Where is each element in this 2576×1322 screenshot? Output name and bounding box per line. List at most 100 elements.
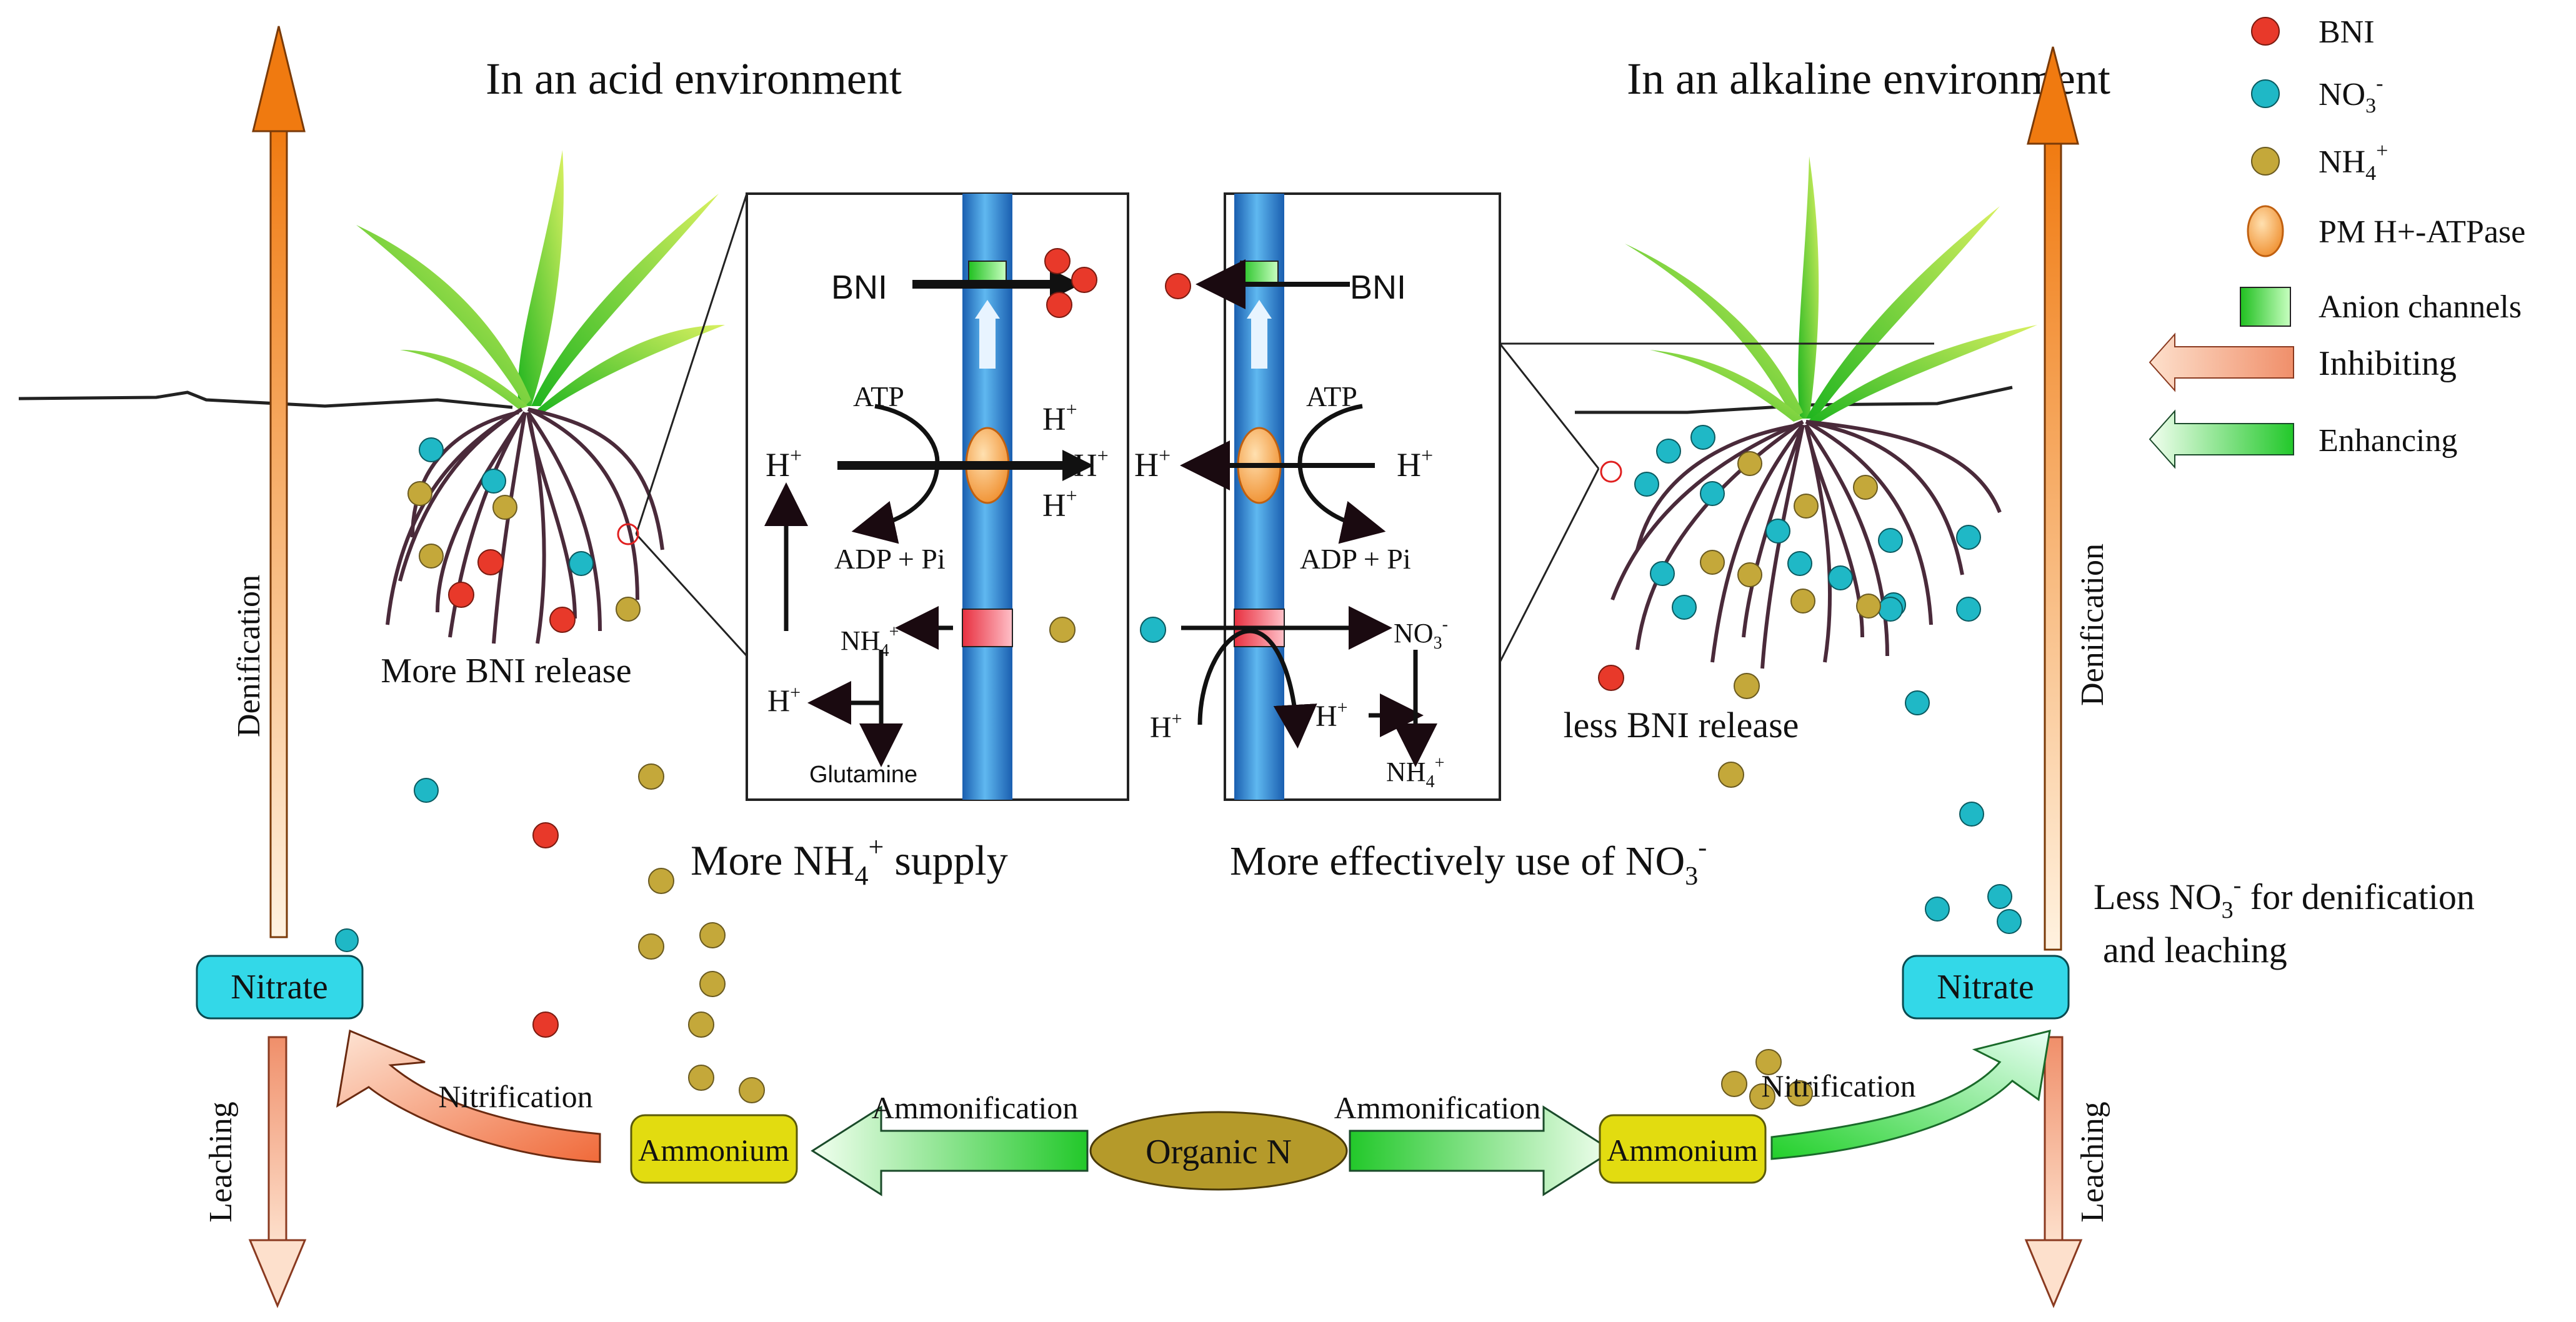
ammonium-node-right: Ammonium — [1599, 1114, 1767, 1184]
nitrification-arrow-right — [1770, 1029, 2051, 1160]
nitrate-label-left: Nitrate — [231, 968, 327, 1006]
nh4-dot — [1721, 1071, 1747, 1097]
alk-h-label-lower-right: H+ — [1315, 697, 1348, 733]
no3-dot — [1140, 617, 1166, 643]
acid-h-label-lower: H+ — [767, 682, 801, 718]
nh4-dot — [638, 933, 664, 960]
leaching-label-left: Leaching — [203, 1101, 239, 1222]
no3-dot — [1634, 472, 1659, 497]
organic-node: Organic N — [1089, 1111, 1348, 1191]
less-bni-release-label: less BNI release — [1564, 705, 1799, 745]
bni-dot — [1598, 665, 1624, 691]
bni-dot — [549, 607, 576, 633]
denification-arrow-left — [252, 26, 306, 938]
alk-bni-label: BNI — [1350, 269, 1406, 306]
alk-nh4-label: NH4+ — [1386, 753, 1444, 792]
ammonium-label-left: Ammonium — [638, 1133, 789, 1168]
nh4-dot — [1737, 562, 1762, 587]
legend-inhibiting-label: Inhibiting — [2319, 344, 2457, 383]
nh4-dot — [1755, 1049, 1782, 1075]
nh4-dot — [492, 495, 517, 520]
no3-dot — [1878, 528, 1903, 553]
khaki-dot-icon — [2251, 147, 2280, 176]
legend: BNI NO3- NH4+ PM H+-ATPase Anion channel… — [2149, 14, 2525, 469]
nh4-dot — [1787, 1080, 1813, 1106]
no3-dot — [414, 778, 439, 803]
nh4-dot — [1718, 762, 1744, 788]
acid-h-label-top: H+ — [1042, 398, 1077, 437]
cyan-dot-icon — [2251, 79, 2280, 108]
no3-dot — [1700, 481, 1725, 506]
no3-dot — [1690, 425, 1715, 450]
legend-atpase-label: PM H+-ATPase — [2319, 214, 2525, 250]
anion-channel-alk — [1240, 261, 1279, 284]
no3-dot — [569, 551, 594, 576]
more-nh4-supply-label: More NH4+ supply — [691, 832, 1008, 891]
nh4-dot — [1700, 550, 1725, 575]
legend-bni-label: BNI — [2319, 14, 2375, 50]
acid-nh4-label: NH4+ — [841, 622, 899, 660]
no3-dot — [1956, 597, 1981, 622]
nh4-dot — [1049, 617, 1076, 643]
dots-right — [1140, 273, 2022, 1110]
no3-dot — [481, 469, 506, 494]
no3-dot — [1765, 519, 1790, 544]
less-no3-label: Less NO3- for denification — [2094, 872, 2475, 923]
ammonification-label-right: Ammonification — [1334, 1090, 1541, 1125]
leaching-arrow-right — [2024, 1036, 2083, 1308]
bni-dot — [1046, 292, 1072, 318]
no3-dot — [1828, 565, 1853, 590]
nitrification-label-right: Nitrification — [1761, 1068, 1915, 1103]
bni-dot — [532, 822, 559, 848]
alk-adp-label: ADP + Pi — [1300, 543, 1411, 575]
ammonium-label-right: Ammonium — [1607, 1133, 1758, 1168]
orange-oval-icon — [2247, 205, 2284, 257]
alk-atp-label: ATP — [1306, 380, 1357, 412]
alk-no3-label: NO3- — [1394, 615, 1448, 653]
ammonification-arrow-right — [1349, 1105, 1614, 1196]
green-square-icon — [2240, 287, 2291, 327]
legend-enhancing-label: Enhancing — [2319, 423, 2457, 459]
title-acid: In an acid environment — [486, 54, 902, 104]
ammonification-arrow-left — [811, 1105, 1089, 1196]
green-arrow-icon — [2149, 409, 2294, 469]
nh4-dot — [638, 763, 664, 790]
zoom-marker-left — [617, 523, 639, 545]
nh4-dot — [1734, 673, 1760, 699]
title-alkaline: In an alkaline environment — [1627, 54, 2110, 104]
nh4-dot — [1737, 451, 1762, 476]
nh4-dot — [688, 1065, 714, 1091]
no3-dot — [1905, 690, 1930, 715]
plant-left — [356, 150, 725, 644]
no3-dot — [335, 928, 359, 952]
no3-dot — [1656, 439, 1681, 464]
no3-dot — [1987, 884, 2012, 909]
nitrification-label-left: Nitrification — [438, 1079, 592, 1114]
nh4-dot — [407, 481, 432, 506]
red-dot-icon — [2251, 17, 2280, 46]
bni-dot — [477, 549, 504, 575]
bni-dot — [1071, 267, 1097, 293]
no3-dot — [1787, 551, 1812, 576]
alk-h-label-left: H+ — [1134, 444, 1171, 484]
nh4-dot — [1749, 1083, 1775, 1110]
alk-h-label-lower-left: H+ — [1150, 708, 1182, 744]
no3-dot — [1925, 897, 1950, 922]
legend-no3-label: NO3- — [2319, 72, 2383, 117]
no3-dot — [1956, 525, 1981, 550]
no3-dot — [1672, 595, 1697, 620]
alk-h-label-right: H+ — [1397, 444, 1433, 484]
acid-adp-label: ADP + Pi — [834, 543, 946, 575]
glutamine-label: Glutamine — [809, 762, 917, 788]
salmon-arrow-icon — [2149, 332, 2294, 392]
nh4-dot — [648, 868, 674, 894]
nitrate-label-right: Nitrate — [1937, 968, 2034, 1006]
legend-nh4-label: NH4+ — [2319, 139, 2388, 185]
organic-label: Organic N — [1146, 1133, 1292, 1171]
ammonification-label-left: Ammonification — [872, 1090, 1079, 1125]
legend-anion-label: Anion channels — [2319, 289, 2522, 325]
bni-dot — [1165, 273, 1191, 299]
nh4-dot — [699, 971, 726, 997]
no3-dot — [1878, 597, 1903, 622]
